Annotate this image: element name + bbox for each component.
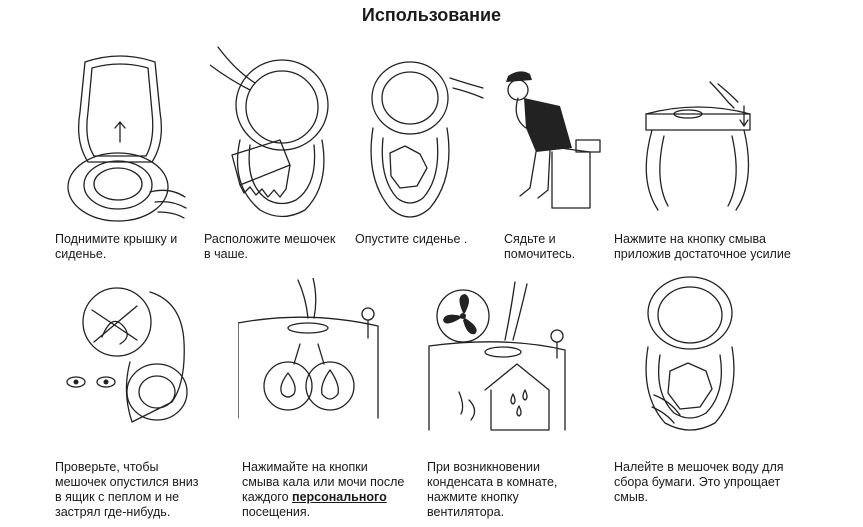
step-7-caption-end: посещения. — [242, 505, 311, 519]
step-7-caption-text: Нажимайте на кнопки смыва кала или мочи … — [242, 460, 405, 504]
fan-button-illustration — [425, 280, 585, 438]
flush-buttons-illustration — [238, 278, 398, 428]
sit-down-illustration — [490, 68, 610, 216]
lower-seat-illustration — [365, 58, 485, 226]
step-7-caption-emphasis: персонального — [292, 490, 387, 504]
open-lid-illustration — [60, 52, 190, 222]
step-5-caption: Нажмите на кнопку смыва приложив достато… — [614, 232, 791, 261]
water-bag-illustration — [640, 275, 750, 435]
step-1-caption: Поднимите крышку и сиденье. — [55, 232, 178, 261]
step-8-caption: При возникновении конденсата в комнате, … — [427, 460, 558, 519]
place-bag-illustration — [210, 45, 330, 223]
step-4-caption: Сядьте и помочитесь. — [504, 232, 576, 261]
check-bag-illustration — [62, 282, 192, 432]
step-9-caption: Налейте в мешочек воду для сбора бумаги.… — [614, 460, 784, 504]
step-2-caption: Расположите мешочек в чаше. — [204, 232, 336, 261]
press-flush-illustration — [638, 80, 756, 218]
step-3-caption: Опустите сиденье . — [355, 232, 468, 246]
page-title: Использование — [361, 5, 502, 25]
step-6-caption: Проверьте, чтобы мешочек опустился вниз … — [55, 460, 199, 519]
step-7-caption: Нажимайте на кнопки смыва кала или мочи … — [242, 460, 404, 520]
